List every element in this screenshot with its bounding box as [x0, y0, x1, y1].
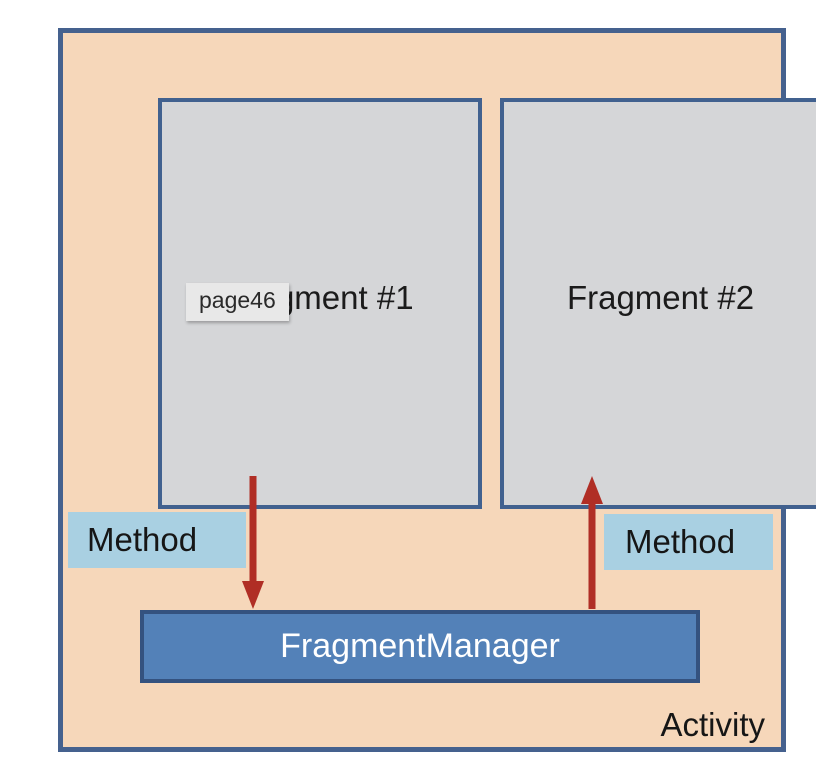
fragment-manager-bar: FragmentManager	[140, 610, 700, 683]
page-tooltip: page46	[186, 283, 289, 321]
activity-label: Activity	[660, 706, 765, 743]
fragment-box-2: Fragment #2	[500, 98, 816, 509]
fragment-manager-label: FragmentManager	[280, 627, 560, 665]
fragment-2-label: Fragment #2	[566, 278, 755, 316]
method-left-text: Method	[87, 521, 198, 558]
method-right-text: Method	[625, 523, 736, 560]
arrow-down-icon	[242, 476, 264, 609]
method-label-right: Method	[604, 514, 773, 570]
method-label-left: Method	[68, 512, 246, 568]
arrow-up-icon	[581, 476, 603, 609]
activity-container: Fragment #1 Fragment #2 Activity	[58, 28, 816, 752]
